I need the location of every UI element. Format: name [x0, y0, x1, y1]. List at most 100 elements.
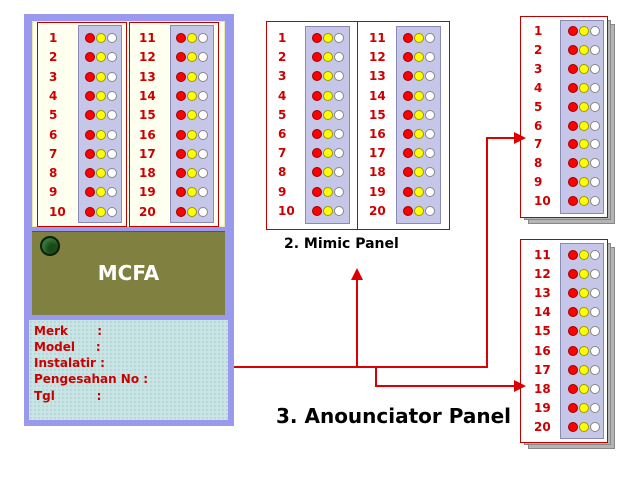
status-lamp-icon [40, 236, 60, 256]
white-led-icon [198, 33, 208, 43]
white-led-icon [334, 167, 344, 178]
yellow-led-icon [187, 187, 197, 198]
yellow-led-icon [323, 205, 333, 216]
mcfa-zone-number: 1 [49, 31, 58, 45]
yellow-led-icon [96, 148, 106, 159]
white-led-icon [334, 90, 344, 101]
white-led-icon [334, 109, 344, 120]
mcfa-zone-indicator [85, 186, 121, 198]
annunciator-bottom-zone-number: 18 [534, 381, 551, 396]
mcfa-zone-number: 8 [49, 166, 58, 181]
red-led-icon [568, 196, 578, 207]
yellow-led-icon [96, 33, 106, 43]
white-led-icon [590, 345, 600, 356]
yellow-led-icon [187, 206, 197, 217]
white-led-icon [590, 158, 600, 169]
yellow-led-icon [96, 52, 106, 63]
mimic-zone-indicator [403, 70, 439, 82]
red-led-icon [176, 71, 186, 82]
red-led-icon [403, 33, 413, 43]
mimic-zone-number: 19 [369, 184, 386, 199]
red-led-icon [568, 26, 578, 36]
red-led-icon [568, 177, 578, 188]
white-led-icon [590, 383, 600, 394]
mcfa-zone-number: 2 [49, 50, 58, 65]
red-led-icon [85, 206, 95, 217]
yellow-led-icon [96, 168, 106, 179]
mimic-zone-indicator [403, 32, 439, 44]
white-led-icon [590, 139, 600, 150]
yellow-led-icon [414, 90, 424, 101]
yellow-led-icon [579, 307, 589, 318]
yellow-led-icon [414, 33, 424, 43]
annunciator-bottom-zone-number: 17 [534, 362, 551, 377]
mimic-zone-indicator [403, 128, 439, 140]
mcfa-zone-number: 13 [139, 69, 156, 84]
annunciator-bottom-zone-indicator [568, 345, 604, 357]
mcfa-zone-number: 5 [49, 108, 58, 123]
red-led-icon [568, 158, 578, 169]
annunciator-top-zone-number: 2 [534, 42, 543, 57]
red-led-icon [403, 167, 413, 178]
annunciator-top-zone-number: 7 [534, 137, 543, 152]
yellow-led-icon [579, 326, 589, 337]
annunciator-bottom-zone-indicator [568, 287, 604, 299]
white-led-icon [590, 250, 600, 260]
mcfa-zone-indicator [176, 90, 212, 102]
white-led-icon [107, 33, 117, 43]
annunciator-top-zone-number: 9 [534, 175, 543, 190]
yellow-led-icon [414, 186, 424, 197]
yellow-led-icon [579, 44, 589, 55]
mimic-zone-indicator [312, 32, 348, 44]
mcfa-info-panel [29, 320, 228, 420]
red-led-icon [312, 109, 322, 120]
red-led-icon [85, 33, 95, 43]
annunciator-bottom-zone-indicator [568, 383, 604, 395]
white-led-icon [334, 52, 344, 63]
mimic-zone-indicator [312, 70, 348, 82]
white-led-icon [107, 71, 117, 82]
yellow-led-icon [579, 158, 589, 169]
mcfa-zone-number: 6 [49, 127, 58, 142]
white-led-icon [590, 402, 600, 413]
white-led-icon [590, 307, 600, 318]
mimic-zone-indicator [312, 205, 348, 217]
white-led-icon [425, 52, 435, 63]
mcfa-zone-indicator [85, 148, 121, 160]
yellow-led-icon [579, 421, 589, 432]
mimic-zone-indicator [312, 109, 348, 121]
red-led-icon [568, 82, 578, 93]
white-led-icon [334, 186, 344, 197]
white-led-icon [107, 52, 117, 63]
yellow-led-icon [579, 120, 589, 131]
mcfa-zone-indicator [176, 71, 212, 83]
red-led-icon [568, 44, 578, 55]
mimic-zone-indicator [403, 147, 439, 159]
red-led-icon [568, 402, 578, 413]
arrowhead-annunciator-bottom [514, 380, 526, 392]
mcfa-zone-box-right [129, 22, 219, 227]
annunciator-top-zone-number: 3 [534, 61, 543, 76]
mcfa-zone-indicator [85, 109, 121, 121]
info-line-instalatir: Instalatir : [34, 356, 105, 370]
mimic-zone-number: 15 [369, 107, 386, 122]
white-led-icon [198, 71, 208, 82]
mimic-zone-number: 20 [369, 203, 386, 218]
annunciator-top-zone-indicator [568, 82, 604, 94]
mimic-zone-number: 8 [278, 165, 287, 180]
mimic-zone-indicator [312, 51, 348, 63]
annunciator-bottom-zone-number: 11 [534, 248, 551, 262]
yellow-led-icon [579, 269, 589, 280]
info-line-tgl: Tgl : [34, 389, 102, 403]
mimic-zone-number: 13 [369, 69, 386, 84]
annunciator-top-zone-indicator [568, 138, 604, 150]
annunciator-top-zone-indicator [568, 157, 604, 169]
annunciator-top-zone-indicator [568, 120, 604, 132]
mimic-zone-indicator [403, 186, 439, 198]
red-led-icon [85, 129, 95, 140]
white-led-icon [334, 205, 344, 216]
mcfa-zone-box-left [37, 22, 127, 227]
red-led-icon [568, 63, 578, 74]
white-led-icon [334, 148, 344, 159]
yellow-led-icon [414, 148, 424, 159]
